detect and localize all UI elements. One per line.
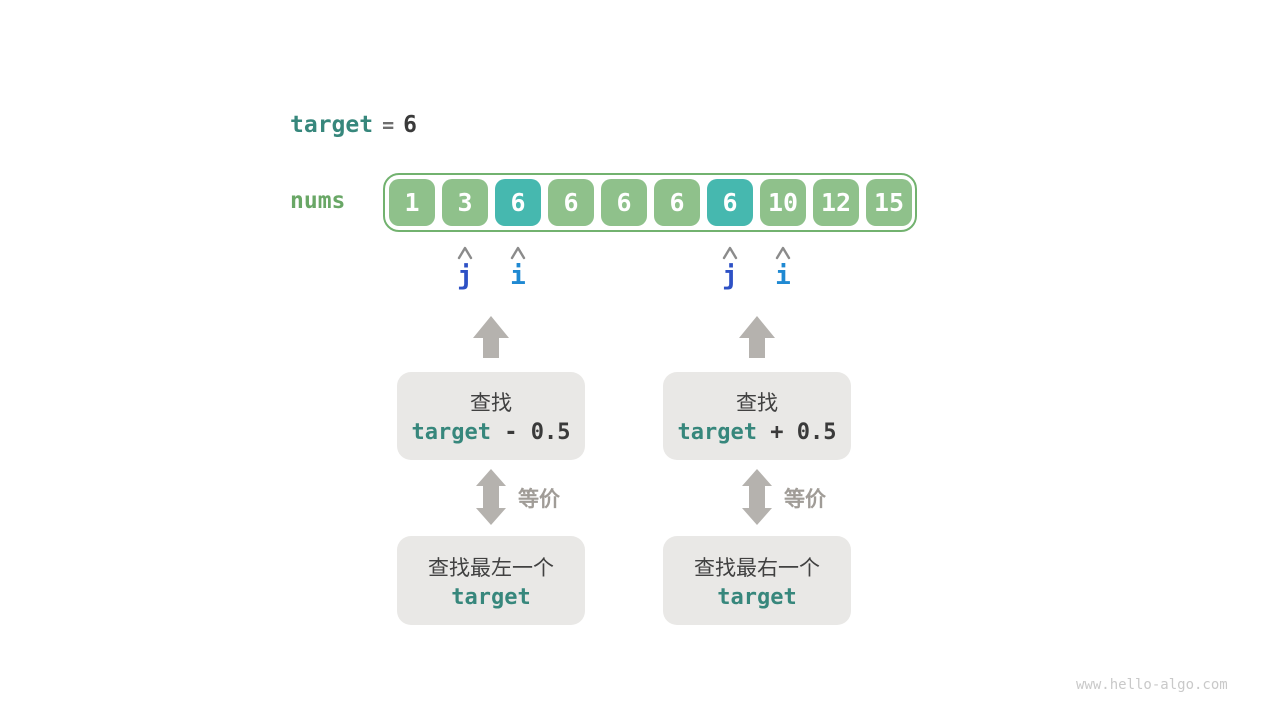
- search-label: 查找: [736, 392, 778, 415]
- result-text: 查找最右一个: [694, 556, 820, 580]
- array-cell: 6: [548, 179, 594, 226]
- search-expression-box-left: 查找 target - 0.5: [397, 372, 585, 460]
- array-cell: 6: [601, 179, 647, 226]
- nums-label: nums: [290, 188, 346, 214]
- pointer-label-i-right: i: [775, 261, 791, 291]
- search-expression: target - 0.5: [412, 420, 571, 445]
- equivalence-arrow-icon: [476, 469, 506, 525]
- result-variable-text: target: [717, 584, 797, 610]
- array-cell: 15: [866, 179, 912, 226]
- up-arrow-icon: [473, 316, 509, 358]
- result-variable-text: target: [451, 584, 531, 610]
- expr-operation: - 0.5: [491, 420, 571, 445]
- pointer-label-i-left: i: [510, 261, 526, 291]
- pointer-label-j-left: j: [457, 261, 473, 291]
- search-label: 查找: [470, 392, 512, 415]
- pointer-caret-icon: [771, 245, 795, 261]
- result-variable: target: [717, 585, 796, 610]
- up-arrow-icon: [739, 316, 775, 358]
- array-cell: 12: [813, 179, 859, 226]
- equals-sign: =: [382, 113, 395, 137]
- expr-variable: target: [411, 420, 491, 445]
- expr-variable: target: [677, 420, 757, 445]
- watermark: www.hello-algo.com: [1076, 677, 1228, 693]
- pointer-caret-icon: [718, 245, 742, 261]
- expr-operation: + 0.5: [757, 420, 837, 445]
- equivalence-arrow-icon: [742, 469, 772, 525]
- result-box-right: 查找最右一个 target: [663, 536, 851, 625]
- array-cell: 1: [389, 179, 435, 226]
- array-cell: 10: [760, 179, 806, 226]
- array-cell: 6: [654, 179, 700, 226]
- equivalence-label-left: 等价: [518, 488, 560, 511]
- array-cell: 3: [442, 179, 488, 226]
- array-cell-highlighted: 6: [707, 179, 753, 226]
- result-box-left: 查找最左一个 target: [397, 536, 585, 625]
- pointer-label-j-right: j: [722, 261, 738, 291]
- result-text: 查找最左一个: [428, 556, 554, 580]
- equivalence-label-right: 等价: [784, 488, 826, 511]
- array-cell-highlighted: 6: [495, 179, 541, 226]
- target-variable: target: [290, 112, 374, 138]
- target-value: 6: [403, 112, 417, 138]
- target-assignment: target = 6: [290, 112, 417, 138]
- search-expression: target + 0.5: [678, 420, 837, 445]
- pointer-caret-icon: [506, 245, 530, 261]
- result-variable: target: [451, 585, 530, 610]
- search-expression-box-right: 查找 target + 0.5: [663, 372, 851, 460]
- pointer-caret-icon: [453, 245, 477, 261]
